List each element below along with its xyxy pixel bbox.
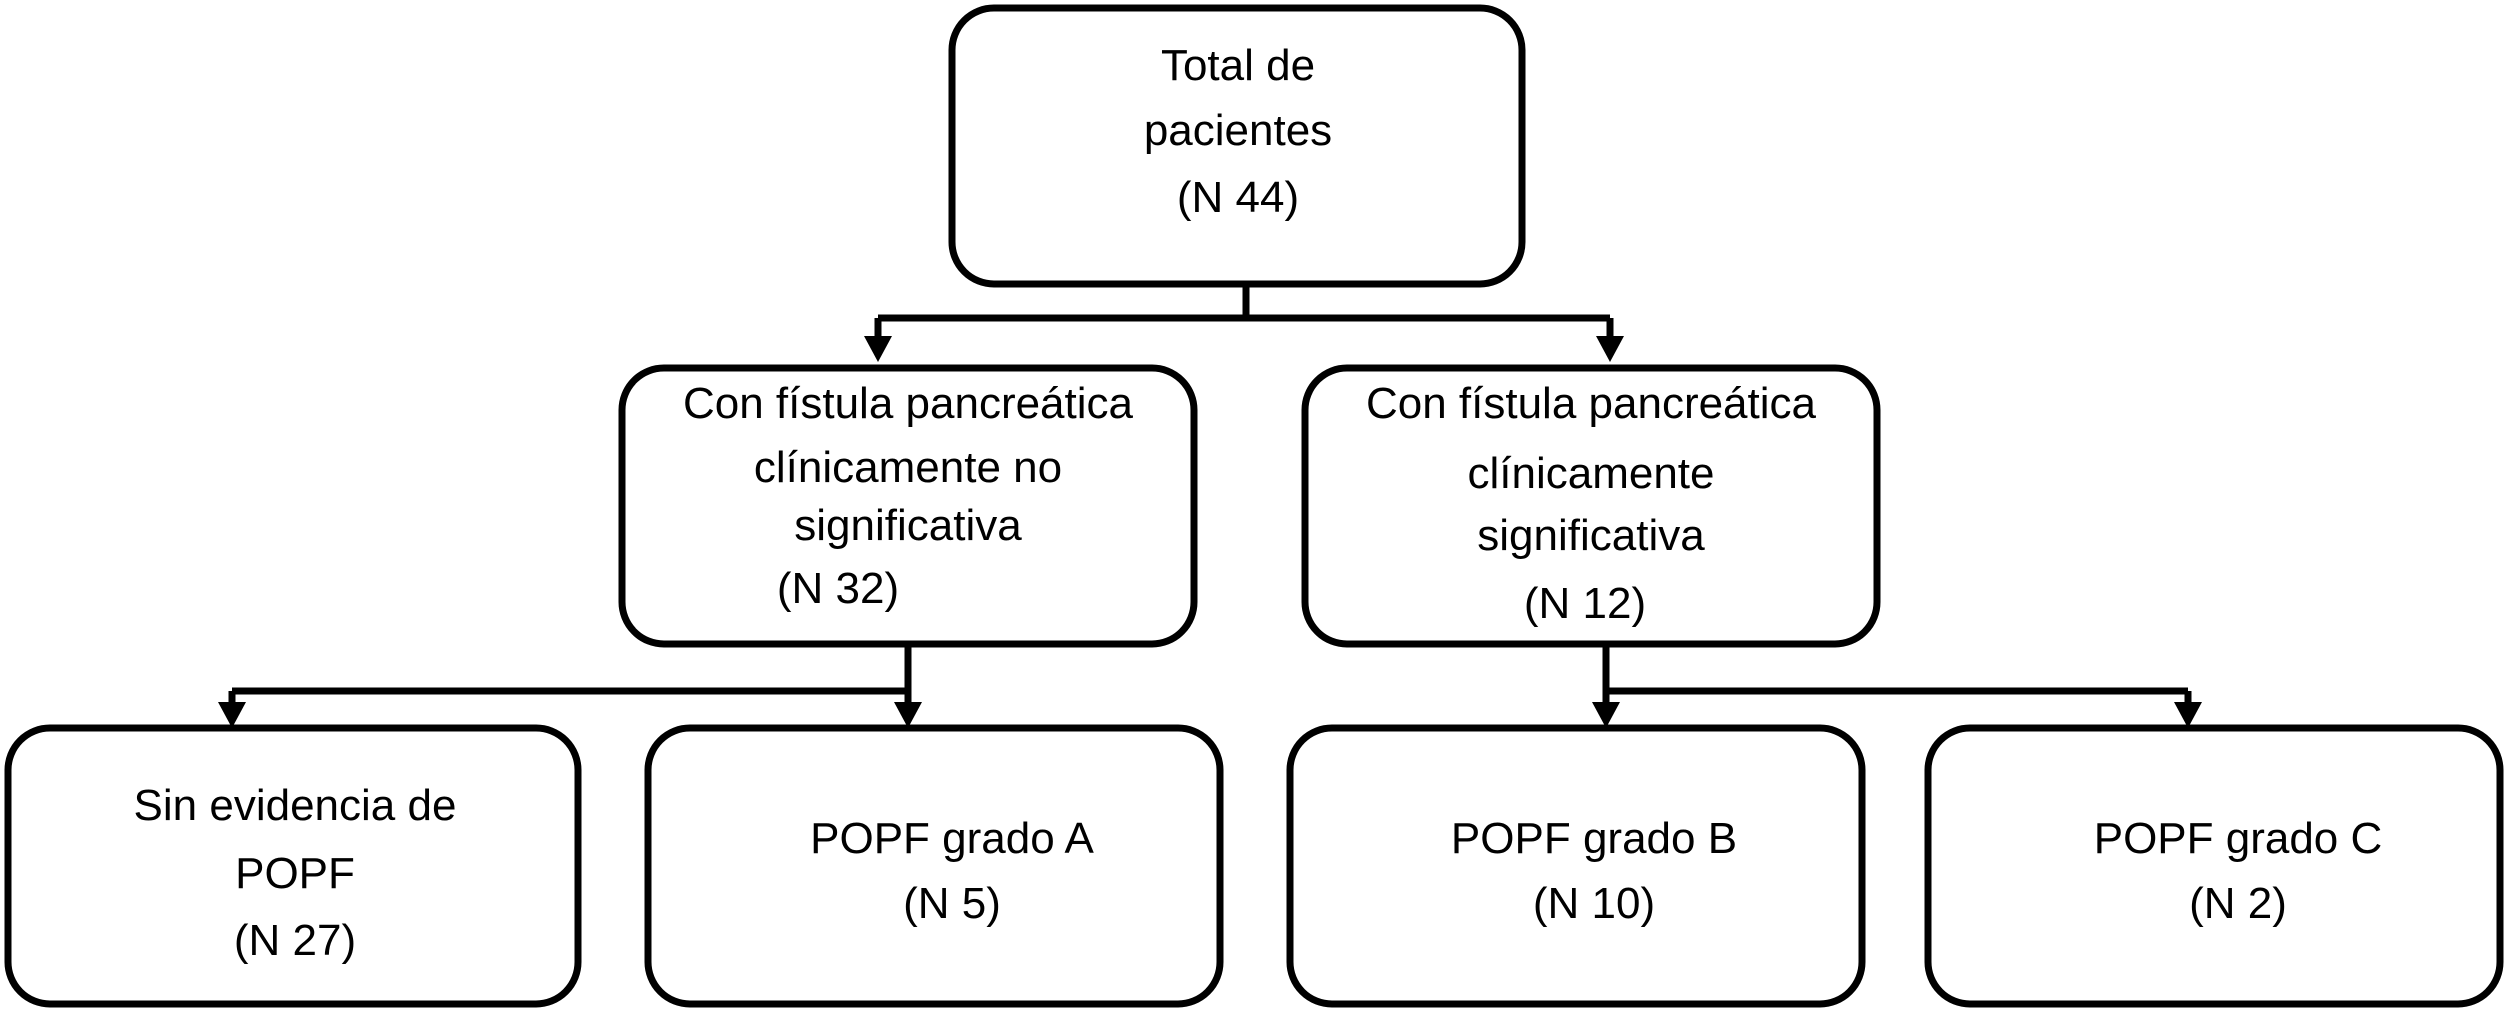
node-grado-c-line-1: POPF grado C <box>2094 814 2383 863</box>
arrow-to-significativa <box>1596 336 1624 362</box>
node-no-significativa-line-3: significativa <box>794 501 1022 550</box>
arrow-to-no-significativa <box>864 336 892 362</box>
arrow-to-grado-a <box>894 702 922 728</box>
node-sin-evidencia-line-3: (N 27) <box>234 916 356 965</box>
arrow-to-sin-evidencia <box>218 702 246 728</box>
node-sin-evidencia: Sin evidencia de POPF (N 27) <box>4 724 582 1008</box>
connector-significativa-split <box>1602 645 2188 695</box>
node-significativa-line-1: Con fístula pancreática <box>1366 379 1817 428</box>
node-grado-c: POPF grado C (N 2) <box>1924 724 2504 1008</box>
connector-total-split <box>878 285 1610 322</box>
node-grado-b-line-2: (N 10) <box>1533 879 1655 928</box>
node-grado-b: POPF grado B (N 10) <box>1286 724 1866 1008</box>
node-grado-c-line-2: (N 2) <box>2189 879 2287 928</box>
node-sin-evidencia-line-1: Sin evidencia de <box>134 781 457 830</box>
node-total-line-3: (N 44) <box>1177 173 1299 222</box>
node-no-significativa-line-1: Con fístula pancreática <box>683 379 1134 428</box>
connectors <box>218 285 2202 728</box>
arrow-to-grado-b <box>1592 702 1620 728</box>
node-significativa-line-2: clínicamente <box>1467 449 1714 498</box>
connector-no-significativa-split <box>232 645 912 695</box>
node-grado-b-line-1: POPF grado B <box>1451 814 1737 863</box>
node-grado-a-line-1: POPF grado A <box>810 814 1094 863</box>
node-total: Total de pacientes (N 44) <box>948 4 1526 288</box>
node-no-significativa-line-2: clínicamente no <box>754 443 1062 492</box>
node-grado-a: POPF grado A (N 5) <box>644 724 1224 1008</box>
arrow-to-grado-c <box>2174 702 2202 728</box>
node-significativa-line-4: (N 12) <box>1524 579 1646 628</box>
node-no-significativa-line-4: (N 32) <box>777 564 899 613</box>
node-total-line-1: Total de <box>1161 41 1315 90</box>
node-significativa-line-3: significativa <box>1477 511 1705 560</box>
node-grado-a-line-2: (N 5) <box>903 879 1001 928</box>
node-sin-evidencia-line-2: POPF <box>235 849 355 898</box>
node-no-significativa: Con fístula pancreática clínicamente no … <box>618 364 1198 648</box>
node-significativa: Con fístula pancreática clínicamente sig… <box>1301 364 1881 648</box>
node-total-line-2: pacientes <box>1144 106 1332 155</box>
